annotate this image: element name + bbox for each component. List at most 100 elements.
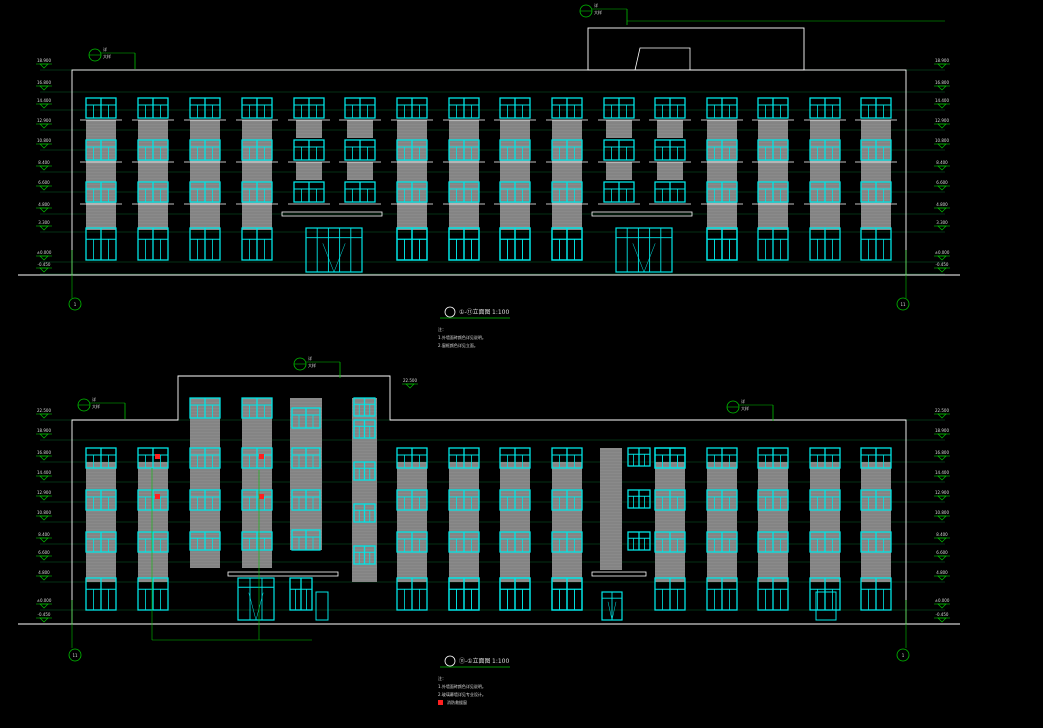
fire-rescue-window-marker xyxy=(259,454,264,459)
e2-window xyxy=(809,489,841,511)
e1-level-right-5-label: 8.400 xyxy=(936,160,948,165)
e2-level-right-5-label: 10.800 xyxy=(935,510,949,515)
e1-window xyxy=(499,227,531,261)
e2-window xyxy=(353,419,376,439)
e2-window xyxy=(291,447,321,469)
e2-window xyxy=(757,489,789,511)
elevation-2-legend-label: 消防救援窗 xyxy=(447,699,467,705)
e2-window xyxy=(757,531,789,553)
e2-level-left-10: -0.450 xyxy=(36,612,52,623)
e1-facade-panel xyxy=(347,120,373,138)
e2-callout-left-ref: 详 xyxy=(92,396,96,402)
e1-level-left-6-label: 6.600 xyxy=(38,180,50,185)
e2-level-left-2-label: 16.800 xyxy=(37,450,51,455)
e2-window xyxy=(137,489,169,511)
e1-level-left-1-label: 16.800 xyxy=(37,80,51,85)
elevation-1-title-block: ①-⑪立面图 1:100 注： 1.外墙面砖颜色详见说明。 2.窗框颜色详见立面… xyxy=(438,306,510,348)
e1-window xyxy=(189,227,221,261)
e1-window xyxy=(706,227,738,261)
e2-window xyxy=(499,447,531,469)
e2-window xyxy=(654,489,686,511)
e1-window xyxy=(293,139,325,161)
e1-level-right-8-label: 3.300 xyxy=(936,220,948,225)
e1-window xyxy=(551,227,583,261)
e1-level-right-0: 18.900 xyxy=(934,58,950,69)
e1-level-left-5: 8.400 xyxy=(36,160,52,171)
e1-window xyxy=(396,139,428,161)
e2-level-right-6: 8.400 xyxy=(934,532,950,543)
e1-level-left-10: -0.450 xyxy=(36,262,52,273)
e2-window xyxy=(189,397,221,419)
elevation-1-note-0: 注： xyxy=(438,326,446,332)
e2-window xyxy=(289,577,313,611)
e1-window xyxy=(654,181,686,203)
e1-level-left-4: 10.800 xyxy=(36,138,52,149)
e1-level-left-0-label: 18.900 xyxy=(37,58,51,63)
e1-facade-panel xyxy=(552,120,582,230)
e1-entrance-door-2 xyxy=(615,227,673,273)
e2-window xyxy=(809,531,841,553)
e1-window xyxy=(809,97,841,119)
e2-side-door-right xyxy=(815,591,837,621)
e2-level-left-9-label: ±0.000 xyxy=(37,598,52,603)
e1-facade-panel xyxy=(707,120,737,230)
e1-window xyxy=(757,227,789,261)
e2-side-door xyxy=(315,591,329,621)
e1-axis-bubble-left-label: 1 xyxy=(74,302,77,307)
e1-callout-top: 详大样 xyxy=(579,2,628,25)
e1-level-right-8: 3.300 xyxy=(934,220,950,231)
e1-level-left-7: 4.800 xyxy=(36,202,52,213)
e2-window xyxy=(396,489,428,511)
e2-level-left-8-label: 4.800 xyxy=(38,570,50,575)
e2-level-tower: 22.500 xyxy=(402,378,418,389)
e2-level-left-7-label: 6.600 xyxy=(38,550,50,555)
e2-level-right-10: -0.450 xyxy=(934,612,950,623)
e1-window xyxy=(551,97,583,119)
e2-window xyxy=(189,531,221,551)
e2-level-right-3-label: 14.400 xyxy=(935,470,949,475)
e1-window xyxy=(654,139,686,161)
e2-window xyxy=(499,531,531,553)
e2-level-right-8: 4.800 xyxy=(934,570,950,581)
e1-level-left-4-label: 10.800 xyxy=(37,138,51,143)
e2-window xyxy=(448,577,480,611)
e1-window xyxy=(396,227,428,261)
e2-level-right-6-label: 8.400 xyxy=(936,532,948,537)
e2-level-right-8-label: 4.800 xyxy=(936,570,948,575)
e2-window xyxy=(627,531,651,551)
e1-window xyxy=(860,97,892,119)
e1-window xyxy=(448,227,480,261)
e1-facade-panel xyxy=(138,120,168,230)
e1-facade-panel xyxy=(810,120,840,230)
e2-window xyxy=(291,489,321,511)
e1-window xyxy=(860,227,892,261)
e2-facade-panel xyxy=(138,462,168,582)
e2-window xyxy=(396,577,428,611)
e1-window xyxy=(809,181,841,203)
e2-callout-top-ref: 详 xyxy=(308,355,312,361)
e2-callout-top-detail: 大样 xyxy=(308,362,316,368)
elevation-1-title: ①-⑪立面图 xyxy=(459,308,491,316)
e2-facade-panel xyxy=(552,462,582,582)
e2-level-right-9-label: ±0.000 xyxy=(935,598,950,603)
e1-facade-panel xyxy=(606,120,632,138)
e2-main-outline xyxy=(71,375,907,624)
e1-window xyxy=(706,181,738,203)
e1-facade-panel xyxy=(242,120,272,230)
e1-facade-panel xyxy=(347,162,373,180)
e2-facade-panel xyxy=(861,462,891,582)
e2-level-left-4-label: 12.900 xyxy=(37,490,51,495)
e2-curtain-wall xyxy=(600,448,622,570)
e2-level-right-4: 12.900 xyxy=(934,490,950,501)
e2-level-right-2: 16.800 xyxy=(934,450,950,461)
e1-window xyxy=(448,181,480,203)
e1-callout-left-detail: 大样 xyxy=(103,53,111,59)
e2-window xyxy=(551,489,583,511)
e2-canopy-2 xyxy=(591,571,647,577)
e1-entrance-door-1 xyxy=(305,227,363,273)
e2-level-right-4-label: 12.900 xyxy=(935,490,949,495)
e2-window xyxy=(499,577,531,611)
e1-window xyxy=(757,139,789,161)
e2-callout-left-detail: 大样 xyxy=(92,403,100,409)
e2-facade-panel xyxy=(397,462,427,582)
